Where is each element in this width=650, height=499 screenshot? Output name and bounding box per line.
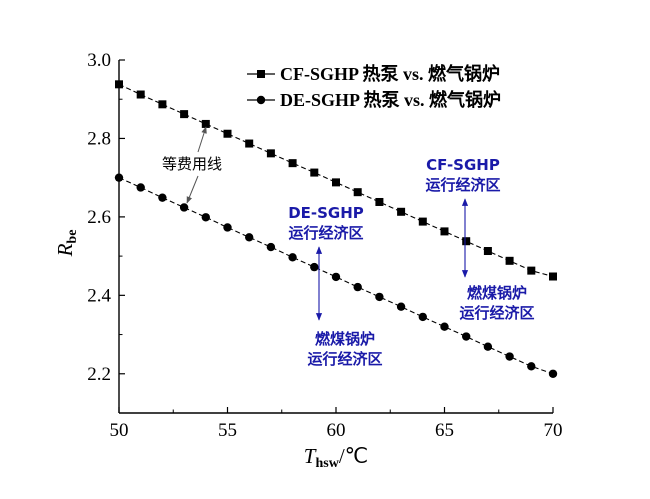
square-marker — [483, 247, 492, 256]
axes: 50 55 60 65 70 2.2 2.4 2.6 2.8 3.0 — [87, 50, 562, 441]
circle-marker — [310, 262, 319, 272]
square-marker — [266, 149, 275, 158]
square-marker — [310, 168, 319, 177]
circle-marker — [440, 322, 449, 331]
square-marker — [440, 227, 449, 236]
circle-marker — [375, 292, 384, 302]
y-tick-label: 2.8 — [87, 128, 111, 149]
circle-marker — [527, 362, 536, 371]
legend: CF-SGHP 热泵 vs. 燃气锅炉 DE-SGHP 热泵 vs. 燃气锅炉 — [247, 63, 501, 110]
iso-arrow-up — [197, 126, 207, 153]
circle-marker — [331, 272, 341, 282]
circle-marker — [223, 223, 232, 232]
circle-marker — [179, 203, 189, 212]
square-marker — [158, 100, 167, 109]
iso-cost-label: 等费用线 — [162, 155, 222, 173]
x-tick-label: 65 — [435, 420, 454, 441]
y-tick-label: 2.6 — [87, 207, 111, 228]
y-tick-label: 2.4 — [87, 285, 111, 306]
series-line — [118, 83, 554, 278]
x-tick-label: 70 — [544, 420, 563, 441]
series-2 — [114, 173, 558, 378]
square-marker — [353, 188, 362, 197]
circle-marker — [158, 193, 167, 202]
circle-marker — [288, 253, 297, 262]
square-marker — [397, 207, 406, 216]
square-marker — [527, 266, 536, 275]
de-coal-region-label: 燃煤锅炉运行经济区 — [307, 330, 382, 368]
iso-arrow-down — [186, 175, 199, 204]
circle-marker — [114, 173, 124, 182]
square-marker — [180, 110, 189, 119]
square-marker — [288, 159, 297, 168]
square-marker — [115, 80, 123, 89]
square-marker — [375, 197, 384, 206]
axis-titles: Rbe Thsw/℃ — [53, 230, 368, 471]
series-layer — [114, 80, 558, 378]
x-tick-label: 50 — [110, 420, 129, 441]
square-marker — [549, 272, 557, 281]
cf-coal-region-label: 燃煤锅炉运行经济区 — [459, 284, 534, 322]
legend-label: DE-SGHP 热泵 vs. 燃气锅炉 — [280, 89, 501, 110]
square-marker — [136, 90, 145, 99]
circle-marker — [505, 352, 514, 361]
legend-circle-marker — [256, 95, 266, 105]
square-marker — [223, 129, 232, 138]
square-marker — [245, 139, 254, 148]
circle-marker — [462, 332, 471, 341]
y-axis-title: Rbe — [53, 230, 80, 258]
circle-marker — [548, 369, 558, 378]
circle-marker — [418, 312, 427, 322]
square-marker — [462, 237, 471, 246]
circle-marker — [245, 233, 254, 242]
x-axis-title: Thsw/℃ — [304, 444, 368, 471]
circle-marker — [353, 282, 362, 292]
square-marker — [418, 217, 427, 226]
series-1 — [115, 80, 557, 281]
square-marker — [201, 119, 210, 128]
circle-marker — [396, 302, 406, 311]
x-tick-label: 60 — [327, 420, 346, 441]
y-tick-label: 3.0 — [87, 50, 111, 71]
square-marker — [505, 256, 514, 265]
circle-marker — [483, 342, 493, 351]
x-tick-label: 55 — [218, 420, 237, 441]
y-tick-label: 2.2 — [87, 364, 111, 385]
circle-marker — [136, 183, 145, 192]
legend-label: CF-SGHP 热泵 vs. 燃气锅炉 — [280, 63, 500, 84]
circle-marker — [266, 242, 276, 252]
circle-marker — [201, 213, 210, 222]
square-marker — [332, 178, 340, 187]
legend-square-marker — [257, 70, 265, 78]
